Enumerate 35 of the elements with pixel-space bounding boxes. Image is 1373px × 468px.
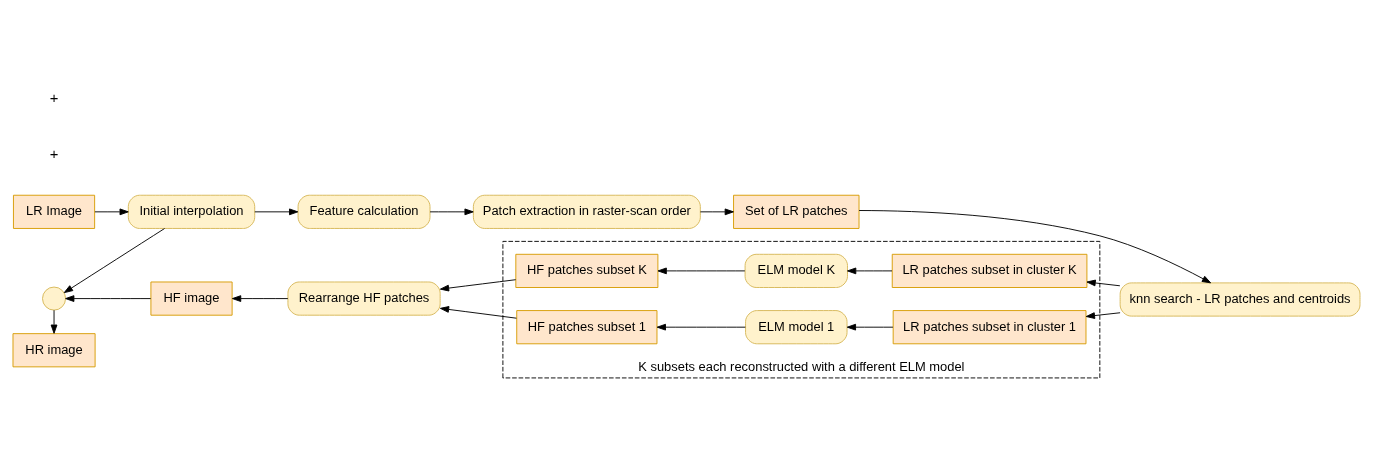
node-box: Set of LR patches <box>733 194 860 229</box>
arrow <box>94 208 129 216</box>
arrow <box>439 306 517 319</box>
arrow <box>1085 312 1121 319</box>
arrow <box>657 267 746 275</box>
label: + <box>49 146 59 163</box>
node-box: Patch extraction in raster-scan order <box>472 194 701 229</box>
node-box: ELM model K <box>744 253 848 288</box>
node-box: HF patches subset K <box>515 253 659 288</box>
arrow <box>50 309 58 334</box>
arrow <box>232 295 289 302</box>
label: + <box>49 89 59 106</box>
node-box: knn search - LR patches and centroids <box>1119 282 1361 317</box>
arrow <box>858 210 1212 284</box>
node-circle <box>42 286 67 311</box>
node-box: Rearrange HF patches <box>287 281 441 316</box>
node-box: LR patches subset in cluster 1 <box>892 310 1087 345</box>
arrow <box>65 295 152 302</box>
arrow <box>439 279 517 292</box>
node-box: HR image <box>12 333 96 368</box>
arrow <box>847 267 893 275</box>
node-box: HF image <box>150 281 233 316</box>
node-box: HF patches subset 1 <box>516 310 658 345</box>
arrow <box>254 208 299 216</box>
node-box: Initial interpolation <box>127 194 256 229</box>
node-box: LR Image <box>13 194 96 229</box>
node-box: Feature calculation <box>297 194 431 229</box>
arrow <box>1086 279 1121 287</box>
arrow <box>63 228 166 294</box>
arrow <box>699 208 734 216</box>
arrow <box>846 323 894 331</box>
arrow <box>429 208 474 216</box>
node-box: ELM model 1 <box>745 310 848 345</box>
arrow <box>656 323 746 331</box>
node-box: LR patches subset in cluster K <box>891 253 1088 288</box>
